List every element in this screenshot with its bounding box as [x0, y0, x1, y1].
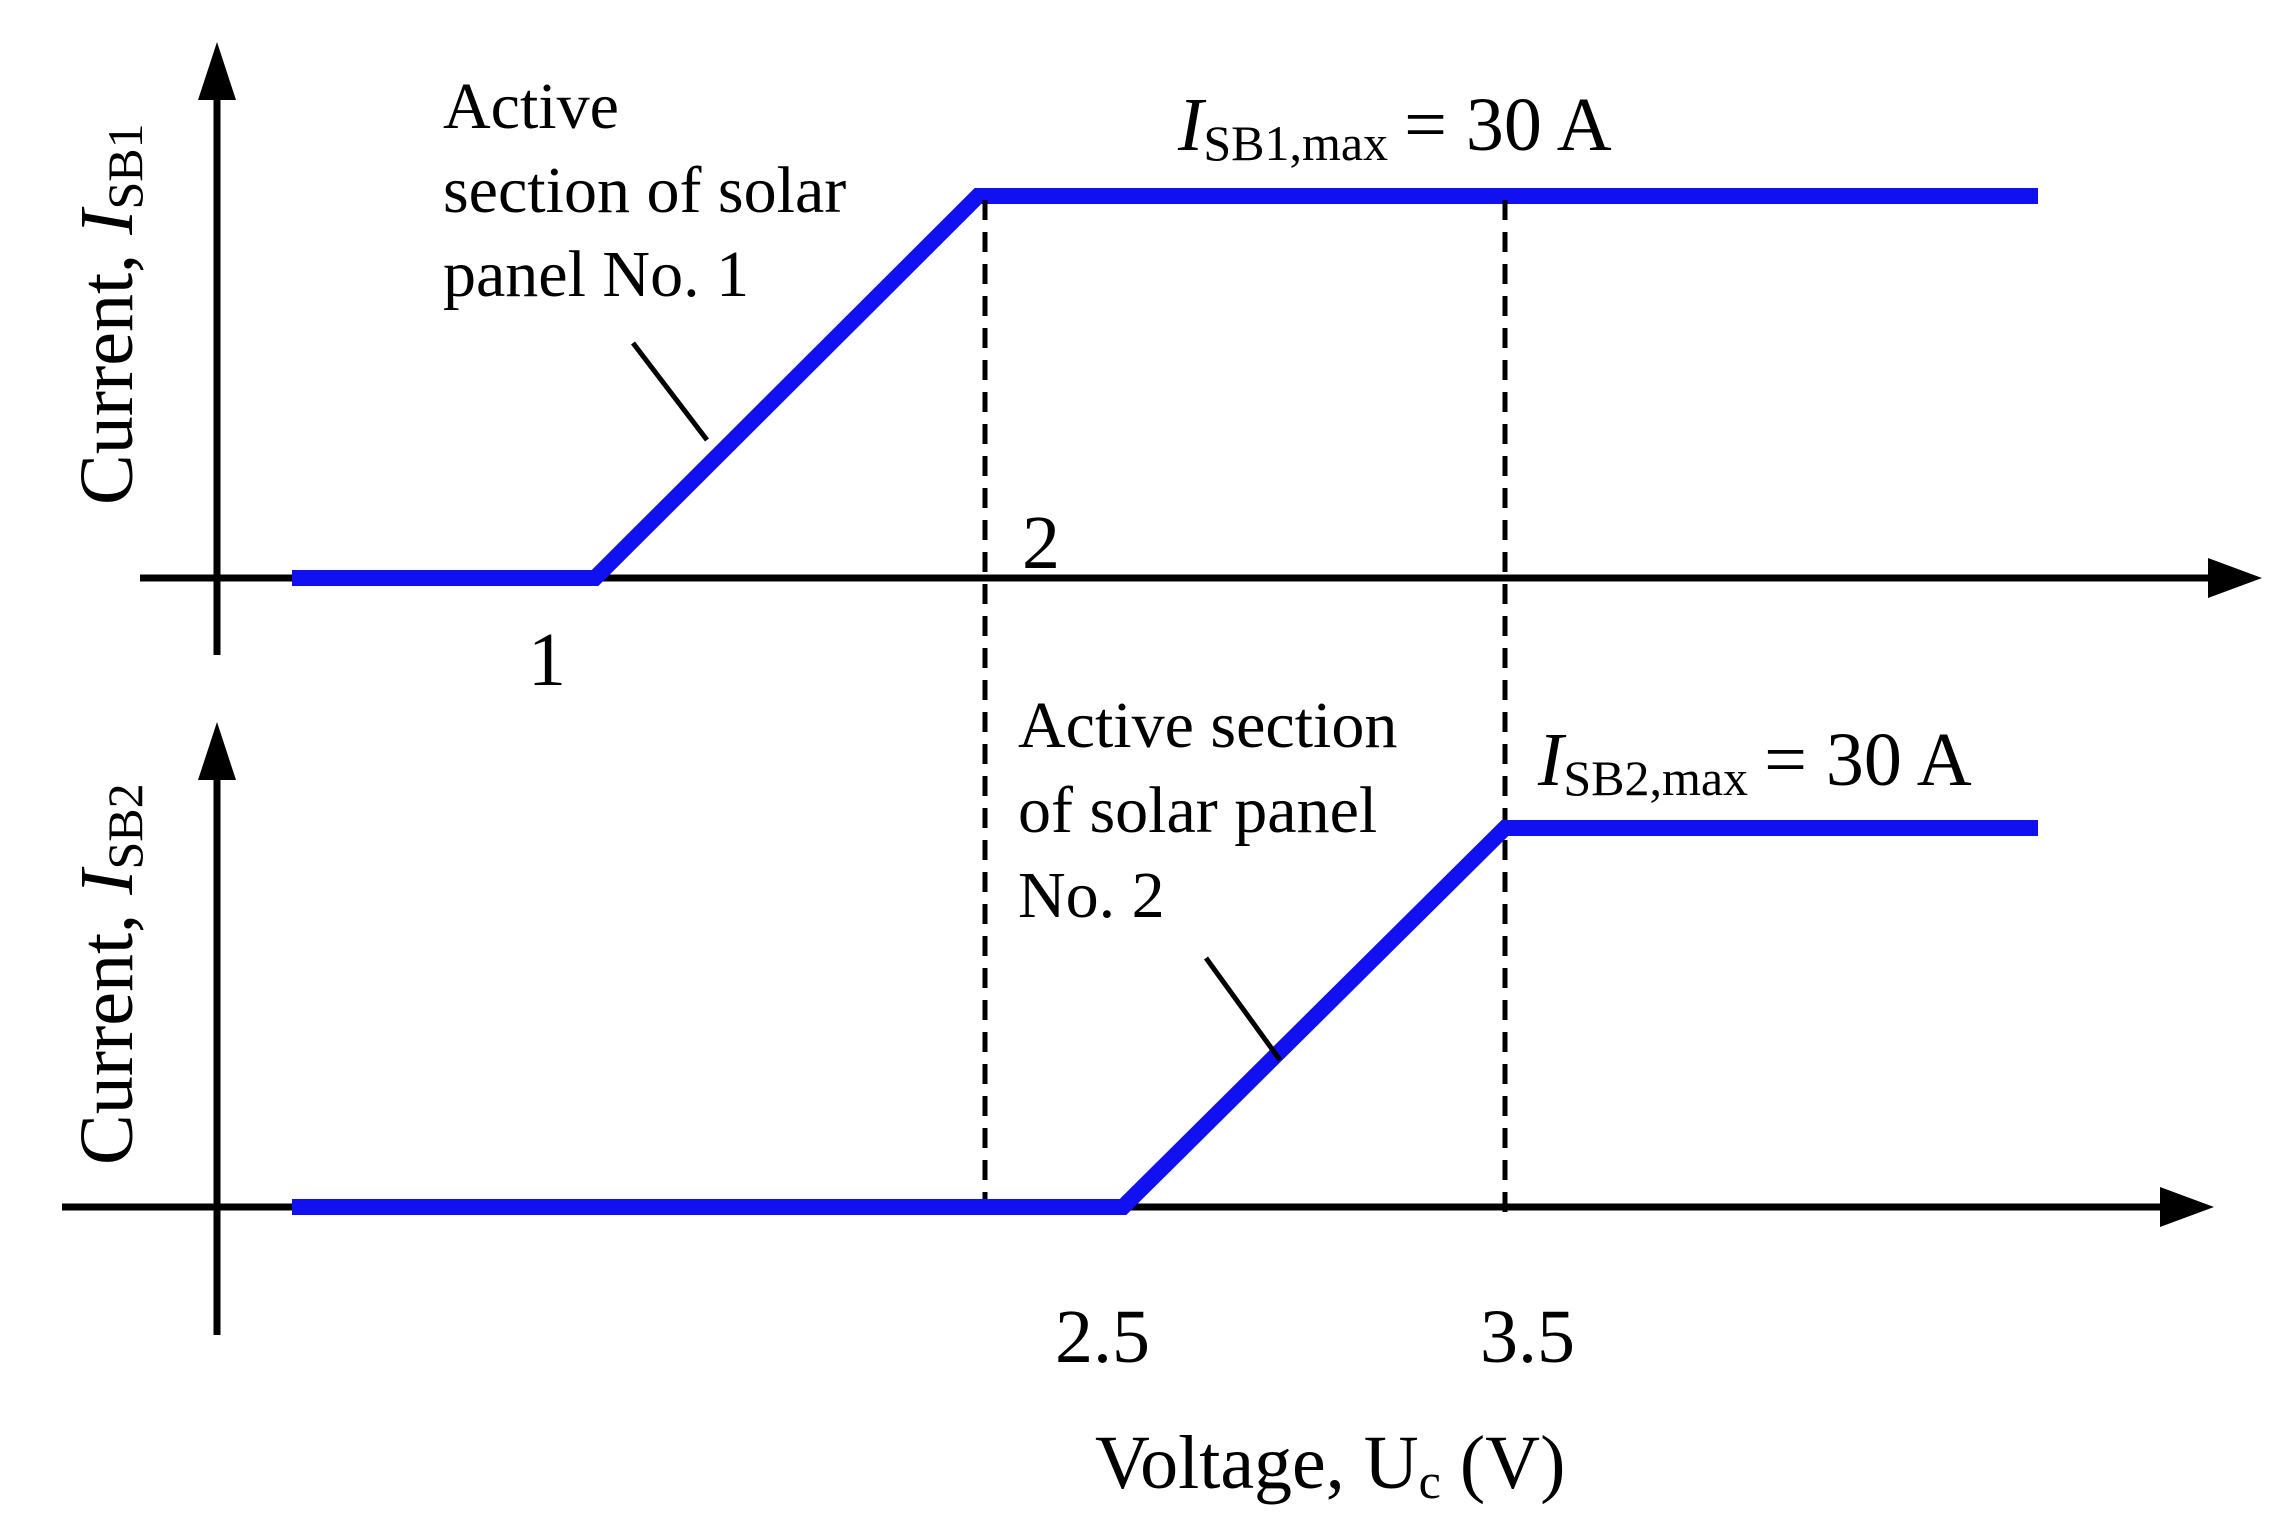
top-annotation-line-1: Active	[443, 70, 619, 143]
top-annotation: Active section of solar panel No. 1	[443, 70, 863, 311]
top-max-value: = 30 A	[1404, 83, 1612, 167]
top-y-label: Current, ISB1	[65, 123, 153, 505]
bottom-current-curve	[292, 820, 2038, 1215]
bottom-y-label: Current, ISB2	[65, 783, 153, 1165]
top-y-label-prefix: Current,	[65, 235, 149, 505]
top-tick-1: 1	[528, 618, 566, 702]
top-x-axis-arrow	[2208, 558, 2262, 598]
top-max-sub: SB1,max	[1203, 115, 1388, 171]
bottom-max-value: = 30 A	[1764, 718, 1972, 802]
bottom-y-label-prefix: Current,	[65, 895, 149, 1165]
bottom-annotation: Active section of solar panel No. 2	[1018, 689, 1414, 932]
bottom-x-axis-arrow	[2160, 1187, 2214, 1227]
top-tick-2: 2	[1022, 501, 1060, 585]
top-current-curve	[292, 188, 2038, 586]
bottom-max-sub: SB2,max	[1563, 750, 1748, 806]
bottom-max-var: I	[1537, 718, 1567, 802]
bottom-annotation-line-1: Active section	[1018, 689, 1397, 762]
x-axis-label-sub: c	[1419, 1453, 1441, 1509]
top-y-label-sub: SB1	[97, 123, 153, 209]
top-panel: Active section of solar panel No. 1 ISB1…	[65, 42, 2262, 702]
bottom-tick-3-5: 3.5	[1480, 1295, 1575, 1379]
bottom-max-label: ISB2,max = 30 A	[1537, 718, 1972, 806]
top-max-var: I	[1177, 83, 1207, 167]
top-y-label-var: I	[65, 206, 149, 236]
x-axis-label: Voltage, Uc (V)	[1095, 1421, 1565, 1509]
x-axis-label-prefix: Voltage, U	[1095, 1421, 1419, 1505]
bottom-annotation-line-2: of solar panel	[1018, 774, 1377, 847]
bottom-tick-2-5: 2.5	[1055, 1295, 1150, 1379]
top-annotation-leader	[631, 341, 709, 442]
bottom-panel: Active section of solar panel No. 2 ISB2…	[62, 689, 2214, 1379]
top-y-axis-arrow	[198, 42, 236, 100]
top-annotation-line-2: section of solar	[443, 154, 846, 227]
top-max-label: ISB1,max = 30 A	[1177, 83, 1612, 171]
bottom-y-label-var: I	[65, 866, 149, 896]
bottom-annotation-line-3: No. 2	[1018, 859, 1165, 932]
bottom-y-label-sub: SB2	[97, 783, 153, 869]
bottom-annotation-leader	[1203, 956, 1283, 1062]
bottom-y-axis-arrow	[198, 722, 236, 780]
x-axis-label-suffix: (V)	[1441, 1421, 1566, 1505]
top-annotation-line-3: panel No. 1	[443, 238, 749, 311]
